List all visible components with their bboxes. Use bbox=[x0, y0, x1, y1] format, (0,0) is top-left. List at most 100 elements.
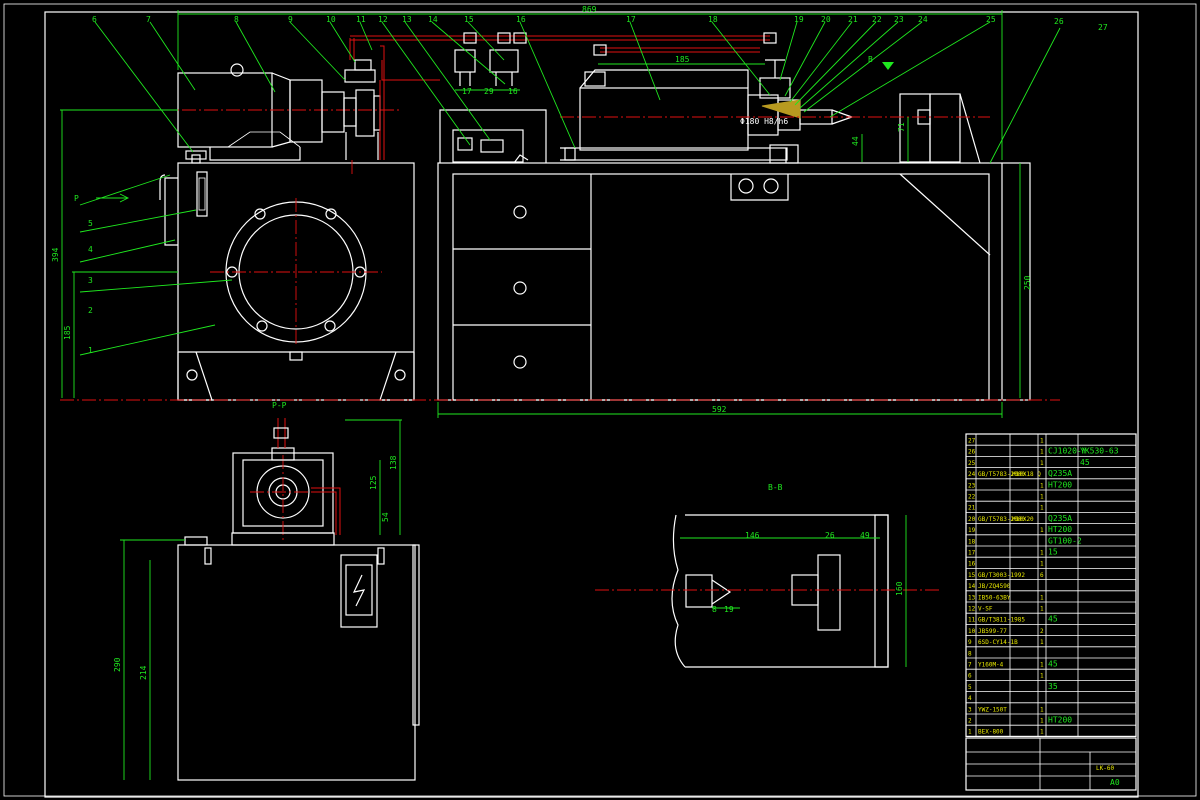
dim-height-left: 394 bbox=[51, 247, 60, 262]
dim-height-right: 250 bbox=[1023, 275, 1032, 290]
bom-cell: 1 bbox=[1040, 561, 1044, 568]
section-pp-view: P-P 138 125 54 290 214 bbox=[113, 401, 420, 781]
bom-cell: 9 bbox=[968, 639, 972, 646]
bom-cell: 26 bbox=[968, 449, 976, 456]
bom-cell: 4 bbox=[968, 695, 972, 702]
balloon-27: 27 bbox=[1098, 23, 1108, 32]
section-bb-view: B-B 146 26 49 160 8 19 bbox=[595, 483, 940, 668]
dim-pp-125: 125 bbox=[369, 475, 378, 490]
dim-bb-146: 146 bbox=[745, 531, 760, 540]
balloon-26: 26 bbox=[1054, 17, 1064, 26]
bom-cell: 12 bbox=[968, 606, 976, 613]
bom-cell: Q235A bbox=[1048, 514, 1072, 523]
title-scale: A0 bbox=[1110, 778, 1120, 787]
main-front-view bbox=[60, 32, 1060, 401]
bom-cell: GT100-2 bbox=[1048, 536, 1082, 545]
bom-cell: 1 bbox=[1040, 729, 1044, 736]
bom-cell: 11 bbox=[968, 617, 976, 624]
bom-cell: GB/T5783-2000 bbox=[978, 516, 1025, 523]
bom-cell: 8 bbox=[968, 650, 972, 657]
bom-cell: IB50-63BY bbox=[978, 594, 1011, 601]
dim-overall-bottom: 592 bbox=[712, 405, 727, 414]
dim-29: 29 bbox=[484, 87, 494, 96]
view-arrow-p: P bbox=[74, 194, 79, 203]
dim-pp-214: 214 bbox=[139, 665, 148, 680]
title-block: A0 LK-60 bbox=[965, 737, 1137, 791]
dim-pipe-185: 185 bbox=[675, 55, 690, 64]
electrical-box bbox=[340, 554, 378, 628]
bom-cell: 1 bbox=[1040, 482, 1044, 489]
bom-cell: YK530-63 bbox=[1080, 447, 1119, 456]
balloon-15: 15 bbox=[464, 15, 474, 24]
balloon-21: 21 bbox=[848, 15, 858, 24]
balloon-12: 12 bbox=[378, 15, 388, 24]
bom-cell: 14 bbox=[968, 583, 976, 590]
dim-44: 44 bbox=[851, 136, 860, 146]
bom-cell: 1 bbox=[1040, 662, 1044, 669]
dim-bb-160: 160 bbox=[895, 581, 904, 596]
dim-pp-290: 290 bbox=[113, 657, 122, 672]
bom-cell: 1 bbox=[968, 729, 972, 736]
bom-cell: 1 bbox=[1040, 606, 1044, 613]
balloon-6: 6 bbox=[92, 15, 97, 24]
bom-cell: 1 bbox=[1040, 639, 1044, 646]
balloon-20: 20 bbox=[821, 15, 831, 24]
bom-cell: 18 bbox=[968, 538, 976, 545]
balloon-13: 13 bbox=[402, 15, 412, 24]
balloon-3: 3 bbox=[88, 276, 93, 285]
bom-cell: M10X20 bbox=[1012, 516, 1034, 523]
hydraulic-tank bbox=[177, 162, 415, 401]
dim-pp-138: 138 bbox=[389, 455, 398, 470]
bom-cell: 1 bbox=[1040, 438, 1044, 445]
dim-bb-49: 49 bbox=[860, 531, 870, 540]
balloon-11: 11 bbox=[356, 15, 366, 24]
drawer-knob bbox=[513, 355, 527, 369]
bom-cell: 3 bbox=[968, 706, 972, 713]
bom-cell: BEX-800 bbox=[978, 729, 1004, 736]
bom-cell: 35 bbox=[1048, 682, 1058, 691]
bom-cell: 27 bbox=[968, 438, 976, 445]
dim-71: 71 bbox=[897, 122, 906, 132]
balloon-9: 9 bbox=[288, 15, 293, 24]
dim-bb-8: 8 bbox=[712, 605, 717, 614]
balloon-7: 7 bbox=[146, 15, 151, 24]
bom-cell: 16 bbox=[968, 561, 976, 568]
balloon-14: 14 bbox=[428, 15, 438, 24]
bom-cell: 2 bbox=[968, 718, 972, 725]
bom-cell: 45 bbox=[1080, 458, 1090, 467]
hatched-section bbox=[761, 99, 801, 119]
bom-cell: 6SD-CY14-1B bbox=[978, 639, 1018, 646]
dim-fit: Φ180 H8/h6 bbox=[740, 117, 788, 126]
dim-bb-26: 26 bbox=[825, 531, 835, 540]
bom-cell: 17 bbox=[968, 550, 976, 557]
balloon-19: 19 bbox=[794, 15, 804, 24]
title-sheet: LK-60 bbox=[1096, 765, 1114, 772]
bom-cell: 23 bbox=[968, 482, 976, 489]
view-arrow-b: B bbox=[868, 55, 873, 64]
balloon-18: 18 bbox=[708, 15, 718, 24]
bom-cell: CJ1020-Y bbox=[1048, 447, 1087, 456]
bom-cell: 22 bbox=[968, 494, 976, 501]
bom-cell: 1 bbox=[1040, 449, 1044, 456]
bom-cell: 1 bbox=[1040, 550, 1044, 557]
dim-bb-19: 19 bbox=[724, 605, 734, 614]
level-gauge bbox=[196, 171, 208, 217]
bom-cell: V-SF bbox=[978, 606, 993, 613]
bom-cell: 19 bbox=[968, 527, 976, 534]
bom-cell: JB599-77 bbox=[978, 628, 1007, 635]
balloon-24: 24 bbox=[918, 15, 928, 24]
balloon-10: 10 bbox=[326, 15, 336, 24]
balloon-1: 1 bbox=[88, 346, 93, 355]
bom-cell: Y160M-4 bbox=[978, 662, 1004, 669]
drawer-knob bbox=[513, 205, 527, 219]
pp-tank bbox=[177, 544, 416, 781]
dim-height-mid: 185 bbox=[63, 325, 72, 340]
bom-cell: 7 bbox=[968, 662, 972, 669]
bom-cell: 6 bbox=[968, 673, 972, 680]
dim-pp-54: 54 bbox=[381, 512, 390, 522]
bom-cell: GB/T5783-2000 bbox=[978, 471, 1025, 478]
bom-cell: 1 bbox=[1040, 673, 1044, 680]
bom-cell: 1 bbox=[1040, 494, 1044, 501]
bom-cell: 2 bbox=[1040, 628, 1044, 635]
